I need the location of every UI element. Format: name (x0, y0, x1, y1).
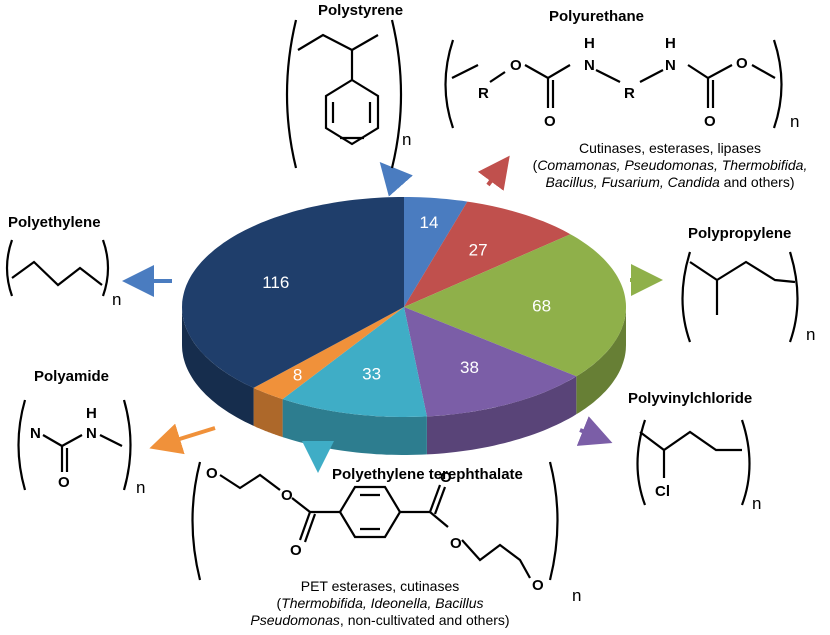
polyurethane-desc-line1: Cutinases, esterases, lipases (578, 140, 762, 156)
atom-o11: O (532, 577, 544, 594)
label-polyurethane: Polyurethane (549, 8, 645, 25)
label-pet: Polyethylene terephthalate (332, 466, 523, 483)
atom-o10: O (450, 535, 462, 552)
pie-value-polystyrene: 14 (420, 213, 439, 232)
pie-top-slices (182, 197, 626, 417)
polyamide-structure (17, 399, 132, 491)
polyvinylchloride-structure (636, 419, 751, 506)
pie-side-polyamide (253, 387, 283, 438)
atom-n4: N (86, 425, 97, 442)
arrow-polyamide (149, 423, 216, 455)
label-polyvinylchloride: Polyvinylchloride (628, 390, 753, 407)
n-polyvinylchloride: n (752, 494, 762, 513)
atom-h2: H (665, 35, 676, 52)
polyurethane-structure (444, 39, 783, 129)
polyurethane-desc-line2: (Comamonas, Pseudomonas, Thermobifida, (520, 157, 820, 174)
label-polypropylene: Polypropylene (688, 225, 792, 242)
arrow-polyvinylchloride (576, 416, 613, 446)
atom-labels: R O O H N R H N O O N H N O Cl O O O O O… (30, 35, 748, 594)
atom-o7: O (281, 487, 293, 504)
atom-o8: O (290, 542, 302, 559)
n-polyurethane: n (790, 112, 800, 131)
pie-slice-polyamide (253, 307, 404, 400)
polyurethane-enzymes: Cutinases, esterases, lipases (Comamonas… (520, 140, 820, 191)
atom-r2: R (624, 85, 635, 102)
pie-value-polyethylene-terephthalate: 33 (362, 364, 381, 383)
pie-value-polyethylene: 116 (262, 273, 289, 292)
pie-side-polypropylene (576, 307, 626, 415)
atom-o3: O (704, 113, 716, 130)
polypropylene-structure (681, 251, 799, 343)
pie-value-polyvinylchloride: 38 (460, 358, 479, 377)
pie-slice-polyethylene-terephthalate (282, 307, 427, 417)
atom-h3: H (86, 405, 97, 422)
n-pet: n (572, 586, 582, 605)
pie-value-polypropylene: 68 (532, 297, 551, 316)
n-polyamide: n (136, 478, 146, 497)
atom-n2: N (665, 57, 676, 74)
label-polyamide: Polyamide (34, 368, 110, 385)
label-polystyrene: Polystyrene (318, 2, 404, 19)
atom-n3: N (30, 425, 41, 442)
polyurethane-desc-line2-open: ( (532, 157, 538, 173)
pie-side-polyethylene (182, 307, 254, 426)
atom-o4: O (736, 55, 748, 72)
arrow-polyurethane (477, 155, 510, 191)
atom-r1: R (478, 85, 489, 102)
n-polypropylene: n (806, 325, 816, 344)
label-polyethylene: Polyethylene (8, 214, 101, 231)
pie-value-polyurethane: 27 (469, 241, 488, 260)
atom-n1: N (584, 57, 595, 74)
atom-o6: O (206, 465, 218, 482)
atom-cl: Cl (655, 483, 670, 500)
pet-desc-line2-open: ( (276, 595, 282, 611)
atom-o1: O (510, 57, 522, 74)
atom-h1: H (584, 35, 595, 52)
pie-slice-polystyrene (404, 197, 468, 307)
pie-side-polyvinylchloride (426, 376, 577, 455)
polyurethane-desc-line3: Bacillus, Fusarium, Candida and others) (520, 174, 820, 191)
pie-slice-polyvinylchloride (404, 307, 577, 417)
pet-desc-line3-rest: , non-cultivated and others) (339, 612, 510, 628)
pie-slice-polypropylene (404, 234, 626, 377)
arrow-polystyrene (379, 162, 413, 197)
pet-desc-line2-organisms: Thermobifida, Ideonella, Bacillus (281, 595, 484, 611)
polystyrene-structure (285, 19, 403, 169)
polyurethane-desc-line3-organisms: Bacillus, Fusarium, Candida (545, 174, 720, 190)
pet-desc-line3-organisms: Pseudomonas (250, 612, 340, 628)
n-polyethylene: n (112, 290, 122, 309)
pet-enzymes: PET esterases, cutinases (Thermobifida, … (230, 578, 530, 629)
atom-o2: O (544, 113, 556, 130)
pie-slice-polyethylene (182, 197, 404, 388)
pie-value-labels: 14 27 68 38 33 8 116 (262, 213, 551, 385)
polyurethane-desc-line3-rest: and others) (719, 174, 795, 190)
atom-o5: O (58, 474, 70, 491)
pie-value-polyamide: 8 (293, 366, 302, 385)
pet-desc-line3: Pseudomonas, non-cultivated and others) (230, 612, 530, 629)
pet-structure (191, 461, 559, 581)
pet-desc-line1: PET esterases, cutinases (300, 578, 460, 594)
pet-desc-line2: (Thermobifida, Ideonella, Bacillus (230, 595, 530, 612)
n-polystyrene: n (402, 130, 412, 149)
atom-o9: O (440, 469, 452, 486)
pie-slice-polyurethane (404, 201, 571, 307)
polyethylene-structure (5, 239, 110, 297)
polyurethane-desc-line2-organisms: Comamonas, Pseudomonas, Thermobifida, (537, 157, 808, 173)
